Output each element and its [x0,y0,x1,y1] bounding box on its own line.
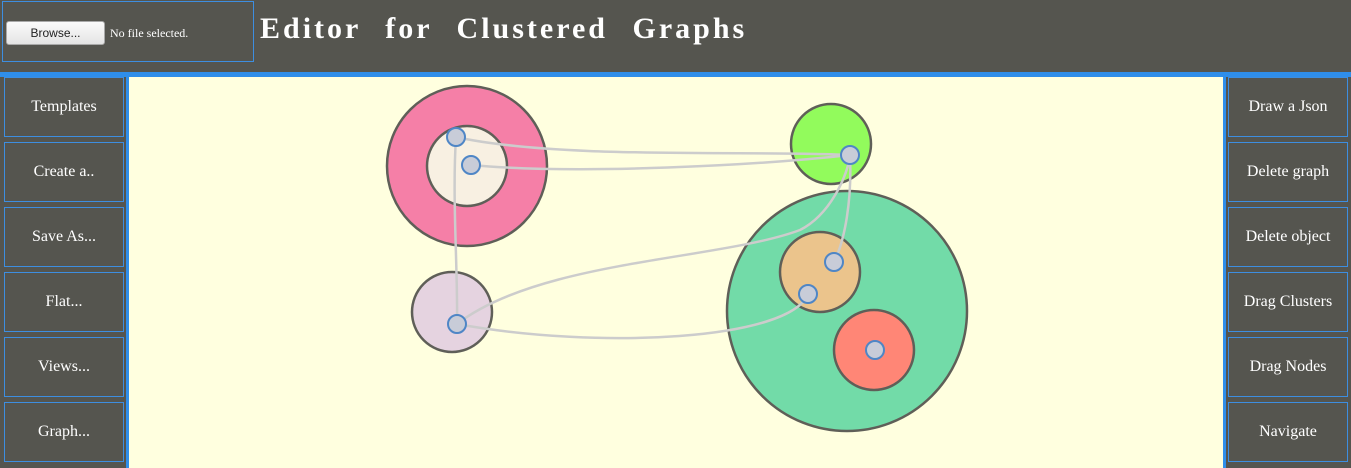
graph-node[interactable] [865,340,885,360]
graph-node[interactable] [824,252,844,272]
file-picker: Browse... No file selected. [2,1,254,62]
drag-nodes-button[interactable]: Drag Nodes [1228,337,1348,397]
edge-b-green[interactable] [470,153,851,171]
edge-mauve-green[interactable] [456,154,852,325]
views-button[interactable]: Views... [4,337,124,397]
draw-json-button[interactable]: Draw a Json [1228,77,1348,137]
right-menu: Draw a Json Delete graph Delete object D… [1223,77,1351,468]
graph-node[interactable] [446,127,466,147]
browse-button[interactable]: Browse... [6,21,105,45]
create-button[interactable]: Create a.. [4,142,124,202]
graph-node[interactable] [461,155,481,175]
delete-graph-button[interactable]: Delete graph [1228,142,1348,202]
flat-button[interactable]: Flat... [4,272,124,332]
cluster-lime[interactable] [789,102,873,186]
delete-object-button[interactable]: Delete object [1228,207,1348,267]
app-title: Editor for Clustered Graphs [260,12,748,45]
cluster-mauve[interactable] [410,270,494,354]
left-menu: Templates Create a.. Save As... Flat... … [0,77,129,468]
cluster-tan[interactable] [778,230,862,314]
save-as-button[interactable]: Save As... [4,207,124,267]
edge-a-mauve[interactable] [453,136,459,325]
graph-drawing[interactable] [129,77,1223,468]
edge-mauve-tan[interactable] [456,293,810,340]
graph-node[interactable] [447,314,467,334]
graph-canvas[interactable] [129,77,1223,468]
file-status-text: No file selected. [110,26,189,40]
edge-a-green[interactable] [455,135,851,157]
graph-button[interactable]: Graph... [4,402,124,462]
drag-clusters-button[interactable]: Drag Clusters [1228,272,1348,332]
cluster-teal[interactable] [725,189,969,433]
header-bar: Browse... No file selected. Editor for C… [0,0,1351,72]
templates-button[interactable]: Templates [4,77,124,137]
navigate-button[interactable]: Navigate [1228,402,1348,462]
graph-node[interactable] [840,145,860,165]
header-divider [0,72,1351,77]
graph-node[interactable] [798,284,818,304]
